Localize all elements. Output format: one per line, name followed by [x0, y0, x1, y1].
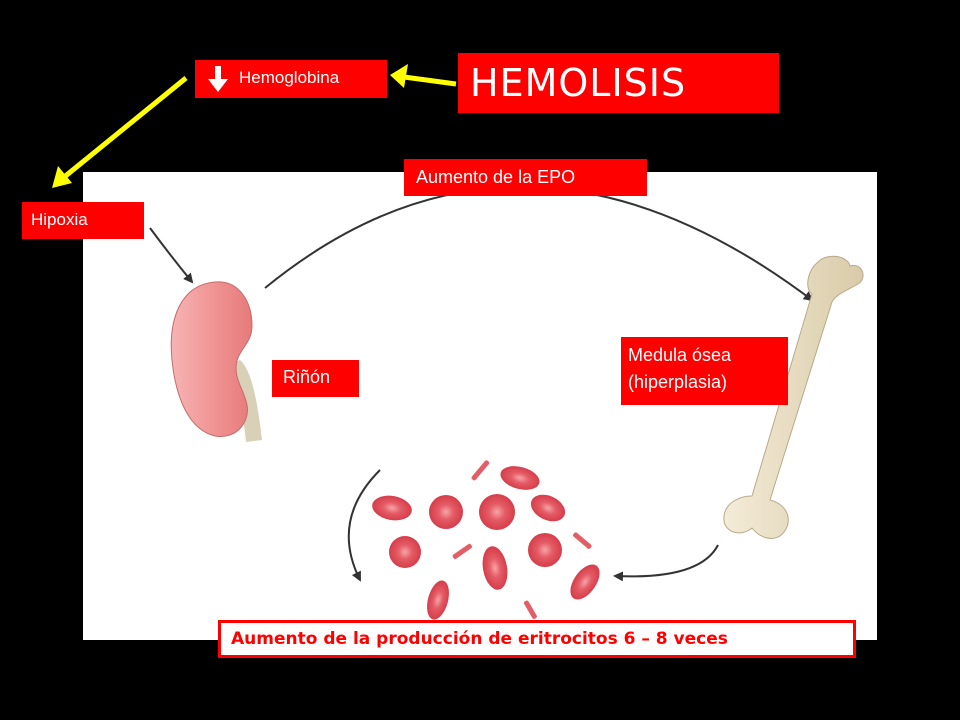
bone-illustration: [723, 255, 864, 539]
yellow-arrow-to-hipoxia: [52, 76, 188, 188]
epo-label: Aumento de la EPO: [404, 159, 647, 196]
produccion-label: Aumento de la producción de eritrocitos …: [218, 620, 856, 658]
medula-label: Medula ósea (hiperplasia): [621, 337, 788, 405]
arrow-rbc-to-kidney: [347, 469, 381, 582]
red-blood-cells: [372, 460, 600, 620]
down-arrow-icon: [208, 66, 228, 92]
medula-line2: (hiperplasia): [628, 372, 728, 392]
rinon-label: Riñón: [272, 360, 359, 397]
kidney-illustration: [170, 281, 262, 442]
arrow-kidney-to-bone: [264, 186, 814, 302]
hemolisis-label: HEMOLISIS: [458, 53, 779, 113]
arrow-bone-to-rbc: [613, 544, 719, 582]
arrow-hipoxia-to-kidney: [149, 227, 194, 284]
hemoglobina-label: Hemoglobina: [195, 60, 387, 98]
yellow-arrow-to-hemoglobina: [390, 64, 457, 88]
hemoglobina-text: Hemoglobina: [239, 68, 340, 87]
medula-line1: Medula ósea: [628, 345, 732, 365]
hipoxia-label: Hipoxia: [22, 202, 144, 239]
